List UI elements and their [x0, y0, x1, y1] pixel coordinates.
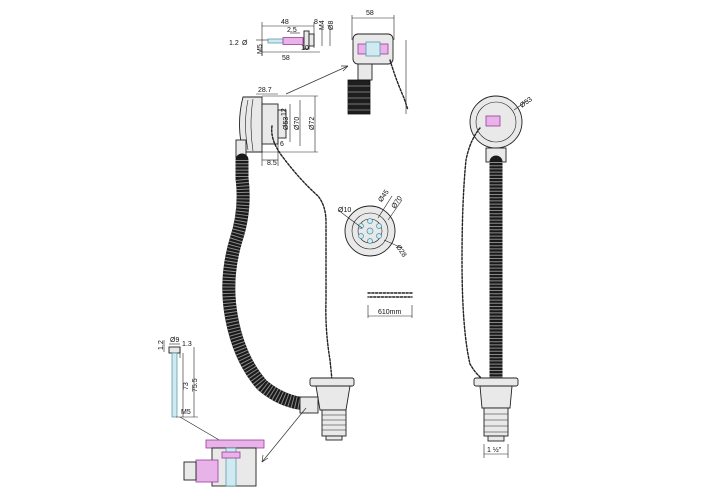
- leader-right-o53: [513, 99, 529, 111]
- waste-body: [315, 385, 351, 411]
- leader-o70: [387, 199, 403, 221]
- waste-tail: [325, 435, 343, 441]
- plug-hole-5: [358, 233, 364, 239]
- plug-hole-3: [376, 233, 382, 239]
- waste-section-flange: [205, 439, 265, 449]
- dim-6: 6: [280, 141, 284, 148]
- right-waste-thread: [483, 407, 509, 437]
- dim-28-7: 28.7: [258, 87, 272, 94]
- waste-thread: [321, 409, 347, 437]
- dim-8-5: 8.5: [267, 160, 277, 167]
- waste-section-bore: [225, 447, 237, 487]
- dim-10: 10: [301, 45, 309, 52]
- plug-top-view: Ø45 Ø70 Ø10 Ø28: [337, 189, 407, 259]
- leader-o28: [383, 239, 403, 249]
- pin-dim-1-2: 1.2: [158, 340, 165, 350]
- waste-side-outlet: [299, 396, 319, 414]
- chain-length: 610mm: [378, 309, 402, 316]
- right-dim-o53: Ø53: [519, 96, 534, 109]
- dim-o53: Ø53: [283, 117, 290, 130]
- right-waste-flange: [473, 377, 519, 387]
- callout-arrowhead-waste: [261, 454, 269, 463]
- callout-arrow-overflow: [285, 65, 349, 95]
- overflow-screw-detail: 48 2.5 8 M4 Ø8 10 58 1.2 Ø M5: [229, 19, 335, 62]
- dim-58-top: 58: [366, 10, 374, 17]
- dim-o28: Ø28: [394, 244, 407, 259]
- plug-hole-2: [376, 223, 382, 229]
- dim-o70: Ø70: [391, 195, 404, 210]
- right-overflow-inner: [475, 101, 517, 143]
- plug-pin-detail: 1.2 Ø9 1.3 73 75.5 M5: [158, 337, 199, 418]
- hose-body: [222, 153, 313, 411]
- waste-section-detail: [179, 416, 265, 487]
- right-waste-body: [479, 385, 513, 409]
- dim-12: 12: [281, 108, 288, 116]
- overflow-head-side-view: 28.7 Ø53 Ø70 Ø72 12 6 8.5: [235, 87, 318, 167]
- screw-thread: [282, 37, 304, 45]
- dim-o72: Ø72: [309, 117, 316, 130]
- leader-o10: [337, 209, 363, 229]
- right-chain: [461, 127, 491, 385]
- overflow-inner: [365, 41, 381, 57]
- dim-o8: Ø8: [328, 21, 335, 30]
- dim-m5: M5: [257, 44, 264, 54]
- overflow-flange: [261, 103, 279, 145]
- waste-body-side-view: [299, 377, 355, 441]
- dim-o10: Ø10: [338, 207, 351, 214]
- leader-o45: [377, 195, 393, 219]
- pin-head: [168, 346, 181, 354]
- plug-hole-6: [358, 223, 364, 229]
- overflow-nut: [277, 109, 287, 139]
- pin-rod: [171, 352, 178, 418]
- pin-dim-73: 73: [183, 382, 190, 390]
- pin-dim-o9: Ø9: [170, 337, 179, 344]
- dim-8: 8: [314, 19, 318, 26]
- dim-48: 48: [281, 19, 289, 26]
- overflow-outlet-upper: [357, 63, 373, 81]
- dome-line-2: [250, 98, 254, 152]
- waste-section-outlet: [195, 459, 219, 483]
- right-waste-tail: [487, 435, 505, 442]
- callout-arrow-waste: [261, 407, 307, 463]
- right-front-view: Ø53 1 ½": [461, 95, 534, 458]
- plug-chain: [271, 125, 333, 381]
- waste-section-outlet-pipe: [183, 461, 197, 481]
- plug-hole-1: [367, 218, 373, 224]
- dim-m4: M4: [319, 20, 326, 30]
- right-overflow-screw: [485, 115, 501, 127]
- dim-o-symbol: Ø: [242, 40, 248, 47]
- waste-flange: [309, 377, 355, 387]
- plug-hole-4: [367, 238, 373, 244]
- plug-inner-ring: [351, 212, 389, 250]
- pin-dim-75-5: 75.5: [192, 378, 199, 392]
- chain-sample: 610mm: [367, 292, 413, 318]
- dim-1-2: 1.2: [229, 40, 239, 47]
- pin-to-waste-leader: [179, 416, 227, 445]
- overflow-body-detail: 58: [347, 10, 409, 115]
- right-dim-thread: 1 ½": [487, 446, 502, 454]
- dim-58-bottom: 58: [282, 55, 290, 62]
- callout-arrowhead-overflow: [341, 65, 349, 72]
- detail-chain: [389, 59, 409, 111]
- pin-dim-m5: M5: [181, 409, 191, 416]
- dim-2-5: 2.5: [287, 27, 297, 34]
- dome-line-1: [245, 99, 249, 151]
- flexible-hose: [222, 153, 313, 411]
- screw-washer: [308, 33, 315, 47]
- overflow-outlet-ribbed: [347, 79, 371, 115]
- waste-section-seal: [221, 451, 241, 459]
- plug-centre-hole: [366, 227, 374, 235]
- dim-o70: Ø70: [294, 117, 301, 130]
- pin-dim-1-3: 1.3: [182, 341, 192, 348]
